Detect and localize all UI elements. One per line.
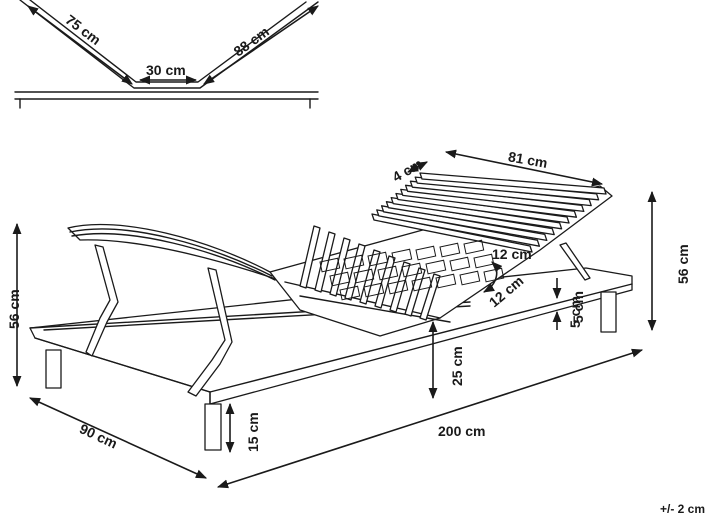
dimension-lines [12,149,657,489]
flex-cell [449,256,471,272]
flex-cell [343,254,365,270]
middle-slat [404,267,426,317]
middle-slat [329,237,351,297]
zone-width-label: 12 cm [492,246,532,262]
middle-slat [299,225,321,289]
foot-section [67,223,286,397]
profile-middle-label: 30 cm [146,62,186,78]
head-length-label: 81 cm [507,148,549,171]
head-slats [299,172,607,321]
flex-cell [463,239,485,255]
middle-slat [374,255,396,309]
flex-cell [411,276,433,292]
tolerance-note: +/- 2 cm [660,502,705,516]
length-label: 200 cm [438,423,485,439]
height-right-label: 56 cm [675,244,691,284]
middle-slat [419,273,441,321]
head-section [269,172,613,337]
flex-cell [367,251,389,267]
flex-cell [425,259,447,275]
head-slat [371,213,533,253]
middle-slat [389,261,411,313]
flex-cell [435,273,457,289]
leg-right [600,291,617,333]
flex-cell [319,257,341,273]
flex-cell [377,265,399,281]
width-label: 90 cm [77,420,120,451]
flex-cell [401,262,423,278]
flex-cell [387,279,409,295]
flex-cell [339,285,361,301]
flex-cell [439,242,461,258]
flex-cell [329,271,351,287]
flex-cell [415,245,437,261]
flex-cell [353,268,375,284]
flex-cell [459,270,481,286]
profile-sketch: 75 cm 88 cm 30 cm [14,0,319,109]
slat-height-label: 25 cm [449,346,465,386]
flex-cell [363,282,385,298]
leg-height-label: 15 cm [245,412,261,452]
middle-slat [344,243,366,301]
head-slat [376,209,541,247]
frame-height-label: 5 cm [570,291,586,323]
flex-cell [391,248,413,264]
leg-left-front [45,349,62,389]
leg-front [204,403,222,451]
middle-slat [314,231,336,293]
height-left-label: 56 cm [6,289,22,329]
frame-height-label-2: 5 cm [567,296,583,328]
